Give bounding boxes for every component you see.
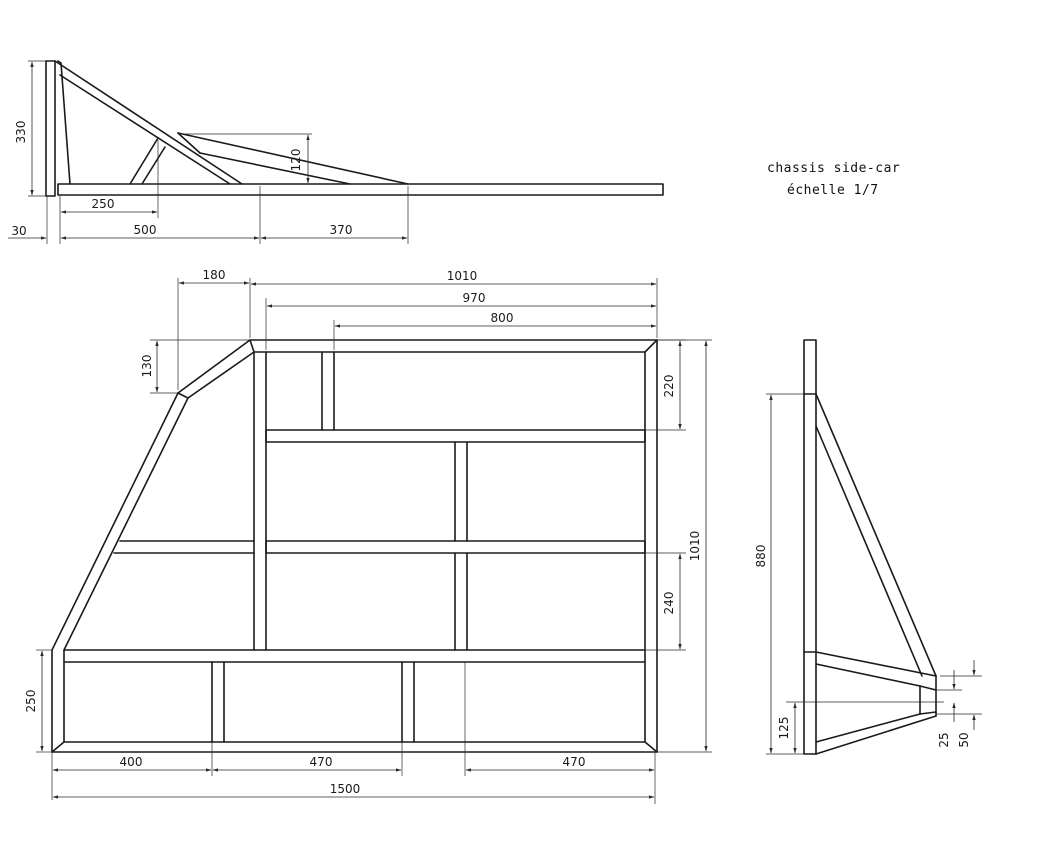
dim-120: 120 bbox=[289, 149, 303, 172]
dim-240: 240 bbox=[662, 592, 676, 615]
drawing-scale: échelle 1/7 bbox=[787, 183, 879, 198]
dim-220: 220 bbox=[662, 375, 676, 398]
dim-1500: 1500 bbox=[330, 782, 361, 796]
dim-250-side: 250 bbox=[92, 197, 115, 211]
dim-25: 25 bbox=[937, 732, 951, 747]
dim-250-vertical: 250 bbox=[24, 690, 38, 713]
dim-400: 400 bbox=[120, 755, 143, 769]
side-rear-diagonal bbox=[177, 132, 409, 185]
front-view: 880 125 25 50 bbox=[754, 339, 982, 755]
dim-470-right: 470 bbox=[563, 755, 586, 769]
dim-1010-vertical: 1010 bbox=[688, 531, 702, 562]
side-brace bbox=[129, 137, 159, 185]
side-main-diagonal bbox=[54, 60, 243, 185]
dim-500: 500 bbox=[134, 223, 157, 237]
dim-800: 800 bbox=[491, 311, 514, 325]
dim-330: 330 bbox=[14, 121, 28, 144]
side-front-strut bbox=[57, 60, 71, 185]
side-base-rail bbox=[57, 183, 664, 196]
drawing-title: chassis side-car bbox=[767, 161, 901, 176]
side-post bbox=[45, 60, 56, 197]
dim-50: 50 bbox=[957, 732, 971, 747]
dim-130: 130 bbox=[140, 355, 154, 378]
dim-125: 125 bbox=[777, 717, 791, 740]
dim-180: 180 bbox=[203, 268, 226, 282]
front-diagonal bbox=[815, 393, 937, 677]
dim-470-left: 470 bbox=[310, 755, 333, 769]
front-post bbox=[803, 339, 817, 755]
plan-outer-frame bbox=[51, 339, 658, 753]
dim-1010-horizontal: 1010 bbox=[447, 269, 478, 283]
dim-370: 370 bbox=[330, 223, 353, 237]
dim-880: 880 bbox=[754, 545, 768, 568]
crossbar-upper bbox=[265, 429, 646, 443]
crossbar-middle bbox=[265, 540, 646, 554]
dim-30: 30 bbox=[11, 224, 26, 238]
plan-view: 180 1010 970 800 130 220 1010 240 bbox=[24, 268, 712, 804]
side-view: 330 120 250 30 500 370 bbox=[8, 60, 664, 244]
dim-970: 970 bbox=[463, 291, 486, 305]
